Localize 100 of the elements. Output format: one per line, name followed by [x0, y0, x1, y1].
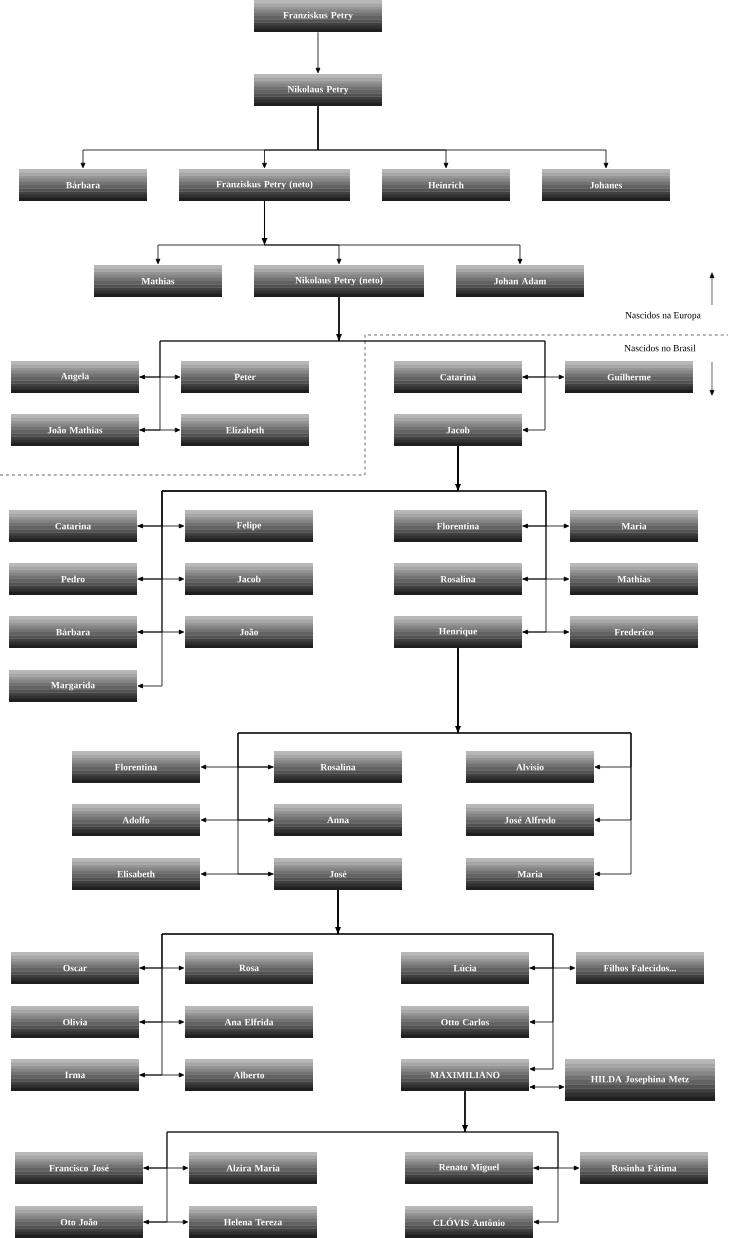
node-label: Felipe [236, 521, 262, 531]
person-box: Irma [11, 1059, 139, 1091]
person-box: Alberto [185, 1059, 313, 1091]
person-box: João Mathias [11, 414, 139, 446]
person-box: Mathias [94, 265, 222, 297]
person-box: Helena Tereza [189, 1206, 317, 1238]
person-box: Frederico [570, 616, 698, 648]
node-label: Catarina [55, 522, 91, 530]
person-box: Alvisio [466, 751, 594, 783]
person-box: HILDA Josephina Metz [565, 1059, 715, 1101]
person-box: Maria [570, 510, 698, 542]
node-label: Rosalina [320, 763, 356, 771]
node-label: Francisco José [49, 1164, 109, 1172]
person-box: Angela [11, 361, 139, 393]
person-box: Rosalina [394, 563, 522, 595]
node-label: Bárbara [56, 628, 90, 636]
person-box: Florentina [394, 510, 522, 542]
person-box: Nikolaus Petry (neto) [254, 265, 424, 297]
connector-arrow [338, 296, 546, 433]
person-box: Alzira Maria [189, 1152, 317, 1184]
node-label: Ana Elfrida [224, 1018, 274, 1026]
person-box: Rosa [185, 952, 313, 984]
person-box: Bárbara [19, 169, 147, 201]
person-box: Filhos Falecidos... [576, 952, 704, 984]
region-label: Nascidos no Brasil [624, 344, 696, 352]
node-label: José Alfredo [504, 816, 556, 824]
person-box: Elisabeth [72, 858, 200, 890]
node-label: Mathias [617, 575, 651, 583]
node-label: HILDA Josephina Metz [590, 1075, 689, 1085]
node-label: Guilherme [607, 373, 651, 381]
node-label: Peter [234, 373, 256, 381]
person-box: Adolfo [72, 804, 200, 836]
person-box: José [274, 858, 402, 890]
connector-arrow [317, 105, 609, 169]
node-label: Florentina [114, 763, 158, 771]
node-label: MAXIMILIANO [430, 1071, 500, 1079]
connector-arrow [457, 445, 547, 635]
node-label: Franziskus Petry (neto) [216, 180, 313, 190]
node-label: Rosalina [440, 575, 476, 583]
node-label: Jacob [446, 426, 470, 434]
person-box: Florentina [72, 751, 200, 783]
connector-arrow [315, 31, 321, 74]
node-label: Johanes [590, 181, 623, 189]
connector-arrow [264, 200, 523, 265]
node-label: Oscar [63, 964, 87, 972]
person-box: Oscar [11, 952, 139, 984]
node-label: Oto João [60, 1218, 98, 1226]
person-box: Catarina [9, 510, 137, 542]
connector-arrow [529, 1084, 565, 1090]
connector-arrow [521, 374, 565, 380]
node-label: Olivia [63, 1018, 88, 1026]
node-label: Maria [621, 522, 647, 530]
node-label: Nikolaus Petry (neto) [295, 276, 383, 286]
connector-arrow [136, 576, 185, 582]
person-box: Peter [181, 361, 309, 393]
person-box: MAXIMILIANO [401, 1059, 529, 1091]
connector-arrow [464, 1090, 559, 1225]
person-box: Franziskus Petry [254, 0, 382, 32]
node-label: Alberto [233, 1071, 265, 1079]
connector-arrow [138, 965, 185, 971]
node-label: Bárbara [66, 181, 100, 189]
node-label: Filhos Falecidos... [603, 964, 676, 972]
node-label: Elizabeth [225, 426, 265, 434]
connector-arrow [136, 629, 185, 635]
person-box: Ana Elfrida [185, 1006, 313, 1038]
connector-arrow [138, 374, 181, 380]
node-label: Elisabeth [117, 870, 155, 878]
person-box: Jacob [185, 563, 313, 595]
person-box: Mathias [570, 563, 698, 595]
node-label: Anna [327, 816, 349, 824]
node-label: Heinrich [428, 181, 464, 189]
person-box: Rosinha Fátima [580, 1152, 708, 1184]
person-box: Pedro [9, 563, 137, 595]
connector-arrow [532, 1165, 580, 1171]
person-box: CLÓVIS Antônio [405, 1206, 533, 1238]
person-box: Renato Miguel [405, 1152, 533, 1184]
node-label: Johan Adam [494, 277, 547, 285]
connector-arrow [136, 523, 185, 529]
node-label: Jacob [237, 575, 261, 583]
node-label: Renato Miguel [438, 1163, 500, 1173]
connector-arrow [138, 1019, 185, 1025]
person-box: Lúcia [401, 952, 529, 984]
connector-arrow [528, 965, 576, 971]
node-label: Helena Tereza [223, 1218, 283, 1226]
person-box: Heinrich [382, 169, 510, 201]
node-label: Henrique [438, 627, 477, 637]
person-box: Francisco José [15, 1152, 143, 1184]
person-box: Nikolaus Petry [254, 74, 382, 106]
node-label: José [329, 870, 347, 878]
person-box: Franziskus Petry (neto) [179, 169, 350, 201]
connector-arrow [521, 629, 570, 635]
node-label: Otto Carlos [441, 1018, 489, 1026]
connector-arrow [521, 576, 570, 582]
person-box: Elizabeth [181, 414, 309, 446]
node-label: Pedro [61, 575, 85, 583]
person-box: Guilherme [565, 361, 693, 393]
connector-arrow [142, 1219, 189, 1225]
connector-arrow [457, 647, 632, 877]
connector-arrow [200, 817, 275, 823]
person-box: Felipe [185, 510, 313, 542]
